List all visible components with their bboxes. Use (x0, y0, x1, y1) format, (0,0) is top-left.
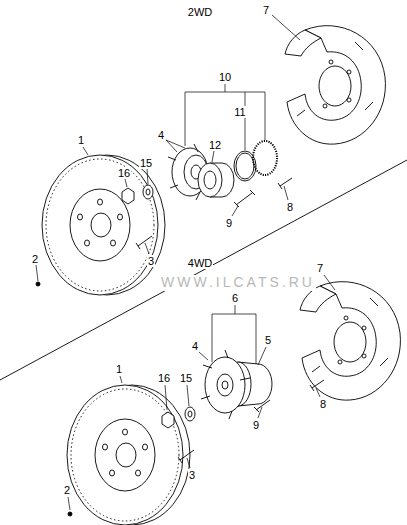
dust-shield (300, 282, 400, 400)
callout-number: 1 (77, 134, 85, 146)
bolt (136, 236, 152, 249)
callout-number: 10 (218, 71, 232, 83)
callout-number: 9 (252, 419, 260, 431)
bearing (198, 163, 234, 197)
section-heading: 2WD (187, 6, 213, 18)
callout-number: 9 (225, 217, 233, 229)
callout-number: 8 (319, 398, 327, 410)
hub-nut (162, 412, 174, 428)
callout-number: 12 (208, 139, 222, 151)
brake-disc (42, 155, 165, 295)
screw (310, 380, 324, 391)
callout-number: 15 (139, 157, 153, 169)
callout-number: 2 (31, 253, 39, 265)
callout-number: 15 (179, 372, 193, 384)
bolt (254, 400, 270, 412)
washer (146, 189, 150, 195)
bolt (234, 190, 255, 207)
screw (36, 282, 40, 286)
dust-shield (285, 26, 385, 144)
callout-number: 4 (191, 340, 199, 352)
callout-number: 5 (264, 334, 272, 346)
leader-line (68, 275, 335, 510)
screw (68, 512, 72, 516)
watermark: WWW.ILCATS.RU (160, 275, 316, 290)
washer (185, 407, 195, 421)
section-heading: 4WD (187, 257, 213, 269)
callout-number: 16 (117, 167, 131, 179)
callout-number: 7 (262, 4, 270, 16)
leader-line (36, 15, 300, 281)
hub-nut (122, 188, 134, 204)
washer (188, 411, 192, 417)
brake-disc (67, 385, 190, 525)
callout-number: 8 (286, 201, 294, 213)
washer (143, 185, 153, 199)
tone-ring (253, 141, 277, 175)
bolt (178, 450, 194, 463)
callout-number: 4 (157, 129, 165, 141)
callout-number: 6 (231, 292, 239, 304)
callout-number: 7 (316, 262, 324, 274)
callout-number: 1 (115, 363, 123, 375)
callout-number: 11 (233, 106, 246, 118)
callout-number: 2 (63, 484, 71, 496)
callout-number: 3 (147, 255, 155, 267)
callout-number: 3 (188, 469, 196, 481)
callout-number: 16 (157, 372, 171, 384)
snap-ring (236, 153, 254, 179)
screw (278, 178, 292, 189)
